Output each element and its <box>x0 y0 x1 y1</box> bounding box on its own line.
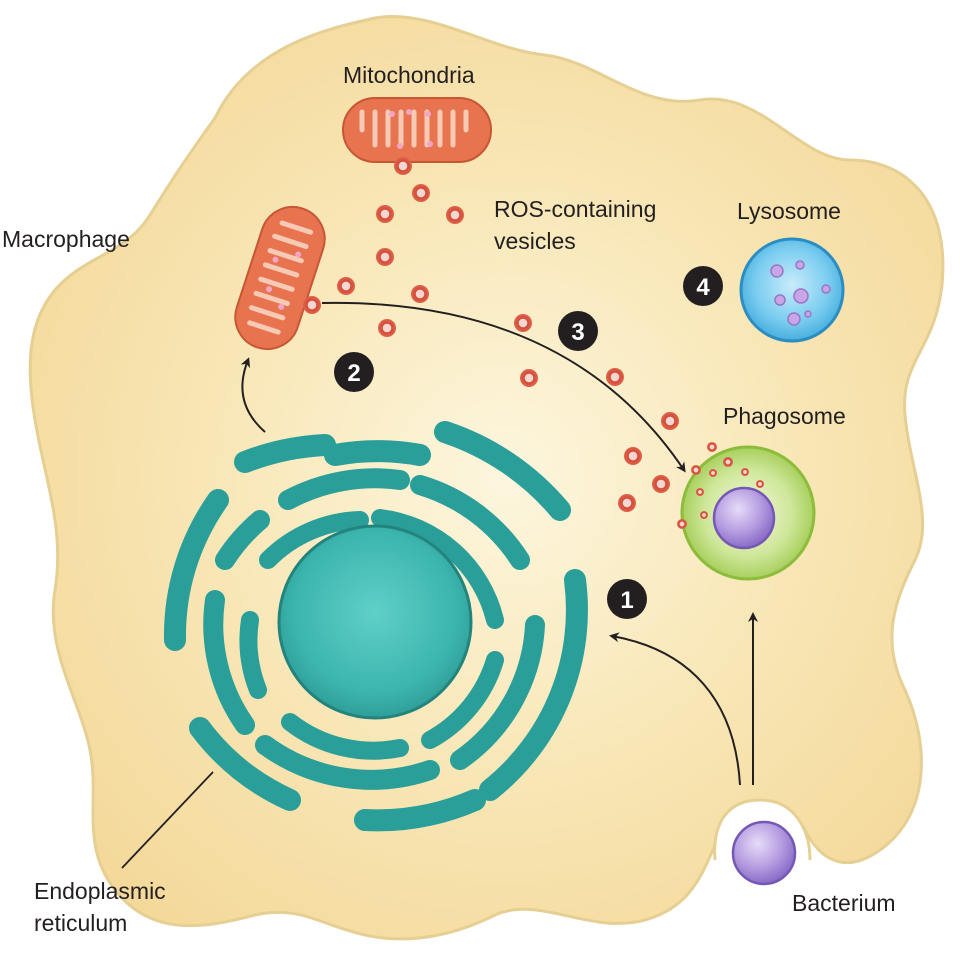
ros-vesicle <box>376 205 394 223</box>
mitochondrion-left <box>234 206 326 350</box>
ros-vesicle <box>520 369 538 387</box>
er-segment <box>354 789 486 832</box>
ros-vesicles <box>303 157 679 512</box>
er-segment <box>450 615 545 770</box>
arrow-step-1 <box>609 632 741 786</box>
er-segment <box>259 511 369 569</box>
ros-vesicle <box>624 447 642 465</box>
label-macrophage: Macrophage <box>2 226 130 252</box>
er-segment <box>410 475 530 570</box>
ros-vesicle <box>412 184 430 202</box>
arrow-step-2 <box>240 357 266 433</box>
ros-vesicle <box>378 319 396 337</box>
mitochondrion-top <box>342 97 492 167</box>
er-segment <box>434 421 571 521</box>
er-segment <box>234 434 336 473</box>
lysosome <box>739 237 845 343</box>
ros-vesicle <box>303 296 321 314</box>
ros-vesicle <box>337 277 355 295</box>
ros-vesicle <box>446 206 464 224</box>
ros-vesicle <box>606 368 624 386</box>
label-phagosome: Phagosome <box>723 403 846 429</box>
phagosome <box>677 442 816 581</box>
er-segment <box>281 713 409 760</box>
nucleus <box>277 524 473 720</box>
er-segment <box>215 510 270 570</box>
er-segment <box>421 651 504 749</box>
step-badge-3: 3 <box>558 311 598 351</box>
step-badge-4: 4 <box>683 266 723 306</box>
endoplasmic-reticulum <box>163 421 588 832</box>
macrophage-cell-body <box>28 15 945 941</box>
label-mitochondria: Mitochondria <box>343 62 475 88</box>
er-segment <box>278 468 410 510</box>
er-segment <box>255 735 440 790</box>
label-ros-line2: vesicles <box>494 228 576 254</box>
step-badge-1: 1 <box>607 579 647 619</box>
ros-vesicle <box>394 157 412 175</box>
engulfed-bacterium <box>712 486 776 550</box>
er-segment <box>479 569 588 801</box>
label-ros-line1: ROS-containing <box>494 196 656 222</box>
bacterium <box>731 820 797 886</box>
arrow-step-3 <box>321 301 686 473</box>
step-number: 2 <box>347 360 360 387</box>
er-segment <box>371 509 504 629</box>
step-number: 1 <box>620 587 633 614</box>
step-badge-2: 2 <box>334 352 374 392</box>
ros-vesicle <box>661 412 679 430</box>
step-number: 3 <box>571 319 584 346</box>
ros-vesicle <box>411 285 429 303</box>
er-label-line <box>121 771 214 869</box>
er-segment <box>163 489 229 651</box>
er-segment <box>203 590 255 735</box>
er-segment <box>239 611 267 699</box>
ros-vesicle <box>376 248 394 266</box>
label-bacterium: Bacterium <box>792 890 896 916</box>
er-segment <box>324 440 431 466</box>
label-lysosome: Lysosome <box>737 198 841 224</box>
label-er-line1: Endoplasmic <box>34 878 166 904</box>
er-segment <box>189 717 301 811</box>
ros-vesicle <box>618 494 636 512</box>
ros-vesicle <box>652 475 670 493</box>
step-number: 4 <box>696 274 710 301</box>
label-er-line2: reticulum <box>34 910 127 936</box>
ros-vesicle <box>514 314 532 332</box>
